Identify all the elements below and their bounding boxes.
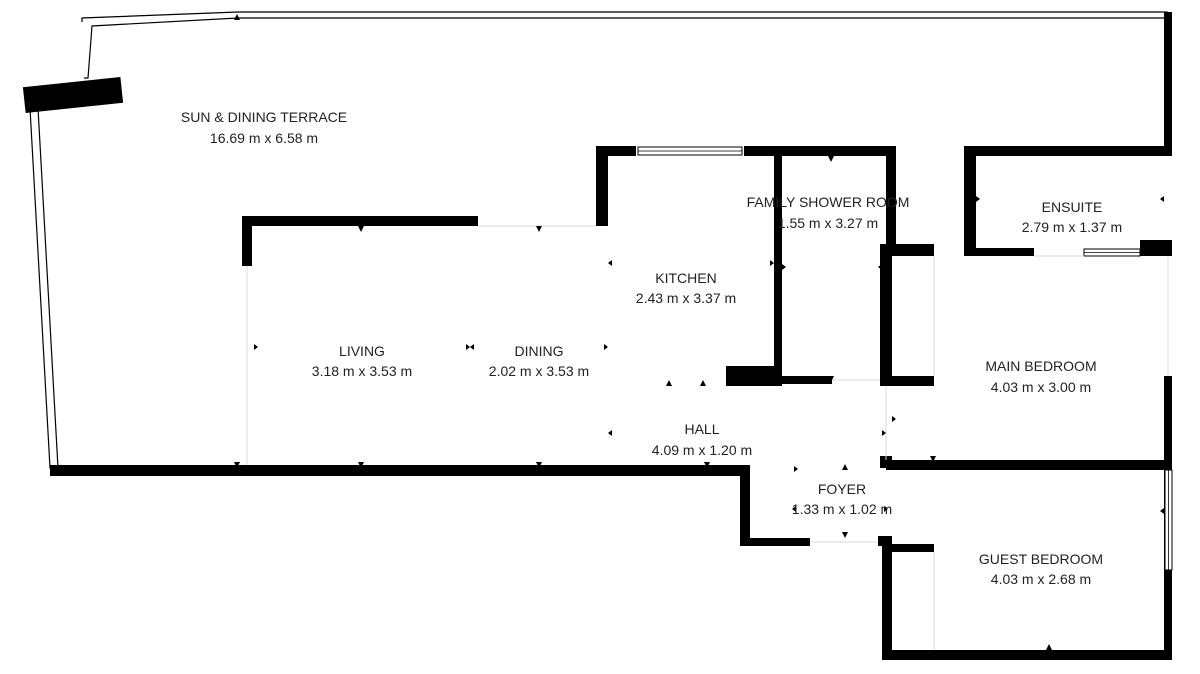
room-shower: FAMILY SHOWER ROOM 1.55 m x 3.27 m	[747, 194, 910, 231]
room-name: LIVING	[339, 343, 385, 359]
room-name: MAIN BEDROOM	[985, 358, 1096, 374]
room-main-bedroom: MAIN BEDROOM 4.03 m x 3.00 m	[985, 358, 1096, 395]
room-guest-bedroom: GUEST BEDROOM 4.03 m x 2.68 m	[979, 551, 1103, 587]
room-kitchen: KITCHEN 2.43 m x 3.37 m	[636, 270, 736, 306]
room-dining: DINING 2.02 m x 3.53 m	[489, 343, 589, 379]
room-foyer: FOYER 1.33 m x 1.02 m	[792, 481, 892, 517]
room-dimensions: 1.55 m x 3.27 m	[778, 215, 878, 231]
room-name: HALL	[684, 421, 719, 437]
room-dimensions: 2.02 m x 3.53 m	[489, 363, 589, 379]
room-name: ENSUITE	[1042, 199, 1103, 215]
room-hall: HALL 4.09 m x 1.20 m	[652, 421, 752, 458]
windows	[637, 146, 1173, 571]
room-name: GUEST BEDROOM	[979, 551, 1103, 567]
room-terrace: SUN & DINING TERRACE 16.69 m x 6.58 m	[181, 109, 347, 146]
dimension-markers	[234, 14, 1168, 650]
terrace-pillar	[22, 76, 124, 114]
walls	[50, 12, 1172, 660]
room-name: DINING	[515, 343, 564, 359]
room-name: SUN & DINING TERRACE	[181, 109, 347, 125]
room-dimensions: 4.03 m x 2.68 m	[991, 571, 1091, 587]
terrace-outline	[29, 11, 1168, 469]
room-dimensions: 4.09 m x 1.20 m	[652, 442, 752, 458]
room-living: LIVING 3.18 m x 3.53 m	[312, 343, 412, 379]
room-dimensions: 4.03 m x 3.00 m	[991, 379, 1091, 395]
room-dimensions: 16.69 m x 6.58 m	[210, 130, 318, 146]
room-ensuite: ENSUITE 2.79 m x 1.37 m	[1022, 199, 1122, 235]
room-dimensions: 1.33 m x 1.02 m	[792, 501, 892, 517]
room-name: KITCHEN	[655, 270, 716, 286]
room-name: FAMILY SHOWER ROOM	[747, 194, 910, 210]
room-dimensions: 3.18 m x 3.53 m	[312, 363, 412, 379]
room-dimensions: 2.79 m x 1.37 m	[1022, 219, 1122, 235]
room-name: FOYER	[818, 481, 866, 497]
room-dimensions: 2.43 m x 3.37 m	[636, 290, 736, 306]
